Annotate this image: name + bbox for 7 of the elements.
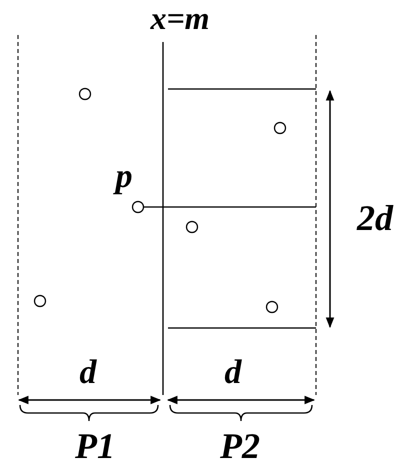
- partition-label: P1: [75, 428, 115, 464]
- partition-label: P2: [220, 428, 260, 464]
- point-label: p: [116, 160, 132, 194]
- axis-label: x=m: [150, 2, 210, 34]
- dimension-label: d: [80, 356, 96, 390]
- dimension-label: 2d: [357, 200, 393, 236]
- dimension-label: d: [224, 356, 242, 390]
